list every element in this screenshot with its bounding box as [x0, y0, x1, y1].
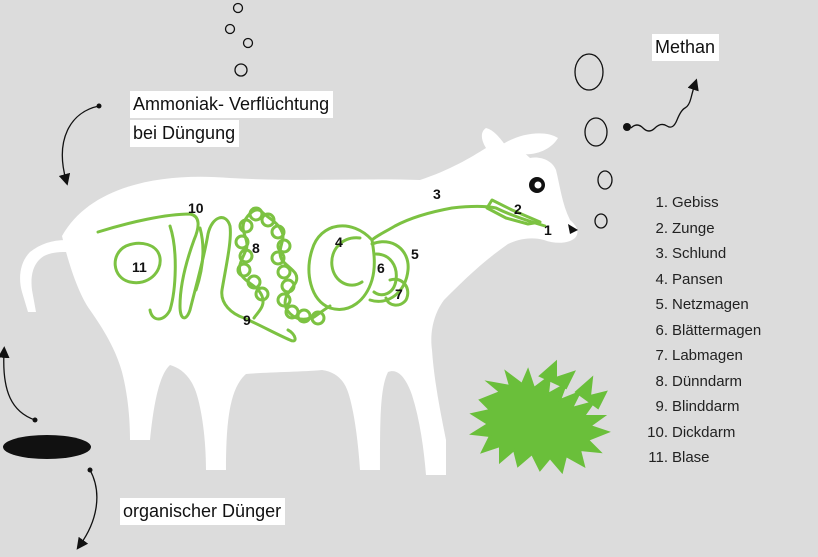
legend-item: 7.Labmagen: [640, 343, 761, 369]
organ-number-7: 7: [395, 286, 403, 302]
ammonia-arrow-icon: [62, 104, 101, 181]
organ-number-5: 5: [411, 246, 419, 262]
organ-number-11: 11: [132, 259, 147, 275]
legend-item: 5.Netzmagen: [640, 292, 761, 318]
organ-number-2: 2: [514, 201, 522, 217]
legend-item: 4.Pansen: [640, 267, 761, 293]
legend-item: 11.Blase: [640, 445, 761, 471]
ammonia-label-line1: Ammoniak- Verflüchtung: [130, 91, 333, 118]
legend-item: 2.Zunge: [640, 216, 761, 242]
organ-number-6: 6: [377, 260, 385, 276]
legend-item: 9.Blinddarm: [640, 394, 761, 420]
organ-number-4: 4: [335, 234, 343, 250]
organ-number-1: 1: [544, 222, 552, 238]
fertilizer-label: organischer Dünger: [120, 498, 285, 525]
organ-number-9: 9: [243, 312, 251, 328]
methane-arrow-icon: [623, 84, 695, 131]
cow-eye-icon: [529, 177, 545, 193]
ammonia-label-line2: bei Düngung: [130, 120, 239, 147]
methane-label: Methan: [652, 34, 719, 61]
ammonia-bubbles-icon: [226, 4, 253, 77]
manure-puddle-icon: [3, 435, 91, 459]
organ-legend: 1.Gebiss 2.Zunge 3.Schlund 4.Pansen 5.Ne…: [640, 190, 761, 471]
methane-bubbles-icon: [575, 54, 612, 228]
organ-number-3: 3: [433, 186, 441, 202]
legend-item: 6.Blättermagen: [640, 318, 761, 344]
organ-number-10: 10: [188, 200, 204, 216]
legend-item: 3.Schlund: [640, 241, 761, 267]
legend-item: 10.Dickdarm: [640, 420, 761, 446]
grass-clump-icon: [472, 362, 608, 472]
legend-item: 8.Dünndarm: [640, 369, 761, 395]
legend-item: 1.Gebiss: [640, 190, 761, 216]
organ-number-8: 8: [252, 240, 260, 256]
